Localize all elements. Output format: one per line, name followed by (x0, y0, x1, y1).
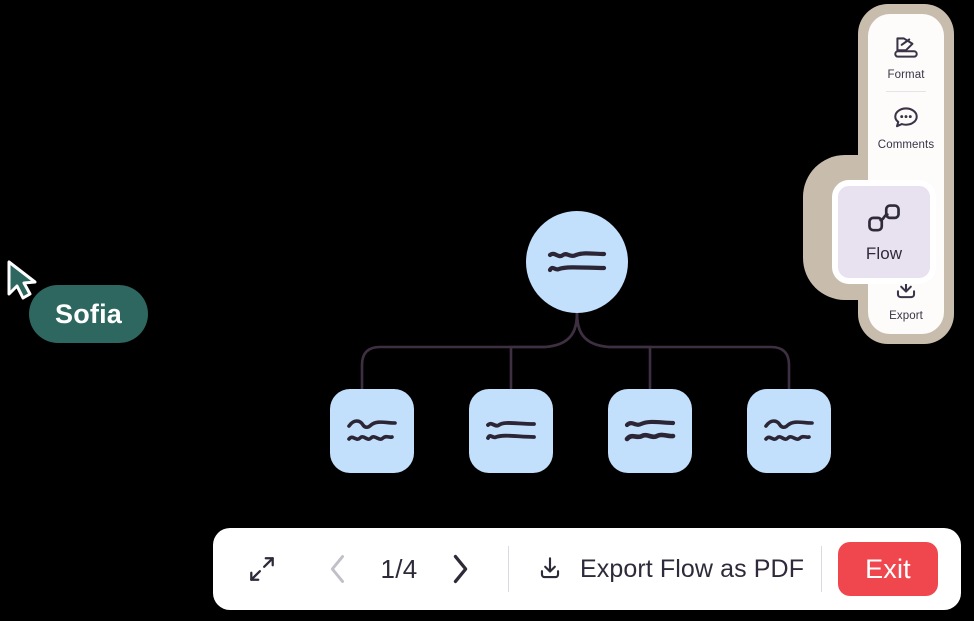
flow-node-child-2[interactable] (469, 389, 553, 473)
flow-node-child-3[interactable] (608, 389, 692, 473)
toolbar-divider-2 (820, 546, 822, 592)
format-paint-icon (891, 32, 921, 62)
scribble-thick-lines-icon (624, 419, 676, 442)
exit-button[interactable]: Exit (837, 542, 938, 596)
collapse-arrows-icon[interactable] (236, 543, 288, 595)
scribble-wavy-lines-icon (764, 419, 814, 441)
chevron-left-icon[interactable] (316, 543, 360, 595)
arrow-cursor-icon (7, 260, 37, 300)
sidebar-item-flow[interactable]: Flow (832, 180, 936, 284)
sidebar-item-label: Flow (865, 244, 903, 263)
scribble-two-lines-icon (547, 251, 607, 273)
export-flow-as-pdf-button[interactable]: Export Flow as PDF (535, 553, 804, 586)
flow-node-child-1[interactable] (330, 389, 414, 473)
sidebar-item-label: Format (887, 69, 925, 81)
scribble-wavy-lines-icon (347, 419, 397, 441)
flow-node-child-4[interactable] (747, 389, 831, 473)
connector-root-to-child-4 (575, 311, 791, 391)
scribble-two-lines-icon (486, 421, 536, 440)
sidebar-divider (886, 91, 926, 92)
export-pdf-label: Export Flow as PDF (580, 554, 805, 583)
comment-bubble-icon (891, 102, 921, 132)
connector-root-to-child-2 (509, 311, 579, 391)
sidebar-item-label: Comments (877, 139, 935, 151)
flow-nodes-icon (865, 200, 903, 238)
flow-node-root[interactable] (526, 211, 628, 313)
chevron-right-icon[interactable] (438, 543, 482, 595)
sidebar-item-format[interactable]: Format (868, 24, 944, 87)
collaborator-name: Sofia (55, 298, 123, 329)
sidebar-item-label: Export (889, 310, 923, 322)
toolbar-divider (508, 546, 509, 592)
connector-root-to-child-3 (575, 311, 652, 391)
sidebar-item-comments[interactable]: Comments (868, 94, 944, 157)
right-sidebar: Format Comments Flo (832, 14, 944, 334)
page-indicator: 1/4 (380, 553, 418, 584)
collaborator-name-pill: Sofia (29, 285, 149, 343)
connector-root-to-child-1 (360, 311, 579, 391)
bottom-toolbar: 1/4 Export Flow as PDF Exit (213, 528, 961, 610)
download-icon (535, 553, 565, 586)
